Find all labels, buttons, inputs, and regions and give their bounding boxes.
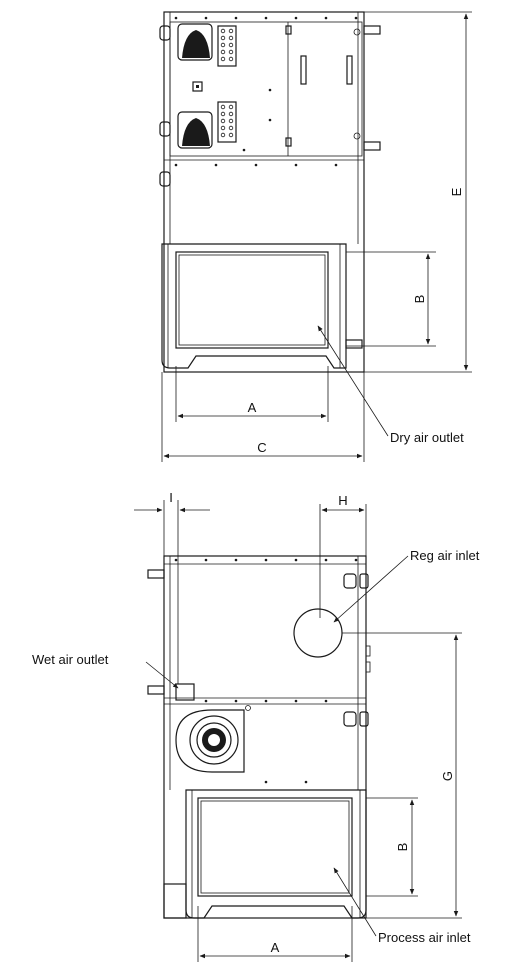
top-dim-a-label: A bbox=[248, 400, 257, 415]
bottom-pipe-upper bbox=[147, 569, 165, 579]
reg-air-inlet-circle bbox=[293, 608, 343, 658]
top-cabinet-outline bbox=[163, 11, 365, 373]
top-fan-lower bbox=[177, 111, 213, 149]
callout-reg-air-inlet: Reg air inlet bbox=[333, 548, 480, 623]
bottom-unit-drawing: I H G B A bbox=[32, 490, 480, 962]
top-handle-left bbox=[300, 55, 307, 85]
top-unit-drawing: A C B E Dry air outlet bbox=[159, 11, 472, 462]
bottom-dim-b-label: B bbox=[395, 843, 410, 852]
top-fan-upper bbox=[177, 23, 213, 61]
bottom-blower bbox=[175, 705, 251, 773]
top-dim-b-label: B bbox=[412, 295, 427, 304]
bottom-dim-h-label: H bbox=[338, 493, 347, 508]
callout-wet-air-outlet: Wet air outlet bbox=[32, 652, 179, 689]
callout-process-air-inlet: Process air inlet bbox=[333, 867, 471, 945]
top-grille-lower bbox=[217, 101, 237, 143]
top-grille-upper bbox=[217, 25, 237, 67]
bottom-dim-g-label: G bbox=[440, 771, 455, 781]
top-dim-c-label: C bbox=[257, 440, 266, 455]
bottom-cabinet-outline bbox=[163, 555, 367, 919]
wet-air-outlet-label: Wet air outlet bbox=[32, 652, 109, 667]
top-dim-e-label: E bbox=[449, 187, 464, 196]
top-handle-right bbox=[346, 55, 353, 85]
bottom-inlet-frame bbox=[163, 789, 367, 919]
bottom-screw-dots bbox=[174, 558, 358, 784]
top-pipe-upper bbox=[363, 25, 381, 35]
reg-air-inlet-label: Reg air inlet bbox=[410, 548, 480, 563]
top-outlet-frame bbox=[161, 243, 363, 369]
process-air-inlet-label: Process air inlet bbox=[378, 930, 471, 945]
dry-air-outlet-label: Dry air outlet bbox=[390, 430, 464, 445]
bottom-dim-g: G bbox=[342, 632, 462, 919]
bottom-pipe-lower bbox=[147, 685, 165, 695]
wet-air-outlet-stub bbox=[175, 683, 195, 701]
top-dim-c: C bbox=[161, 372, 365, 462]
bottom-dim-a-label: A bbox=[271, 940, 280, 955]
callout-dry-air-outlet: Dry air outlet bbox=[317, 325, 464, 445]
bottom-dim-i-label: I bbox=[169, 490, 173, 505]
bottom-dim-i: I bbox=[134, 490, 210, 684]
top-indicator-square bbox=[192, 81, 203, 92]
bottom-dim-b: B bbox=[366, 797, 418, 897]
top-dim-e: E bbox=[364, 11, 472, 373]
bottom-dim-a: A bbox=[197, 906, 353, 962]
top-dim-a: A bbox=[175, 366, 329, 422]
bottom-dim-h: H bbox=[319, 493, 367, 618]
top-screw-dots bbox=[174, 16, 358, 167]
top-control-panel bbox=[169, 21, 363, 157]
top-pipe-lower bbox=[363, 141, 381, 151]
top-dim-b: B bbox=[346, 251, 436, 347]
